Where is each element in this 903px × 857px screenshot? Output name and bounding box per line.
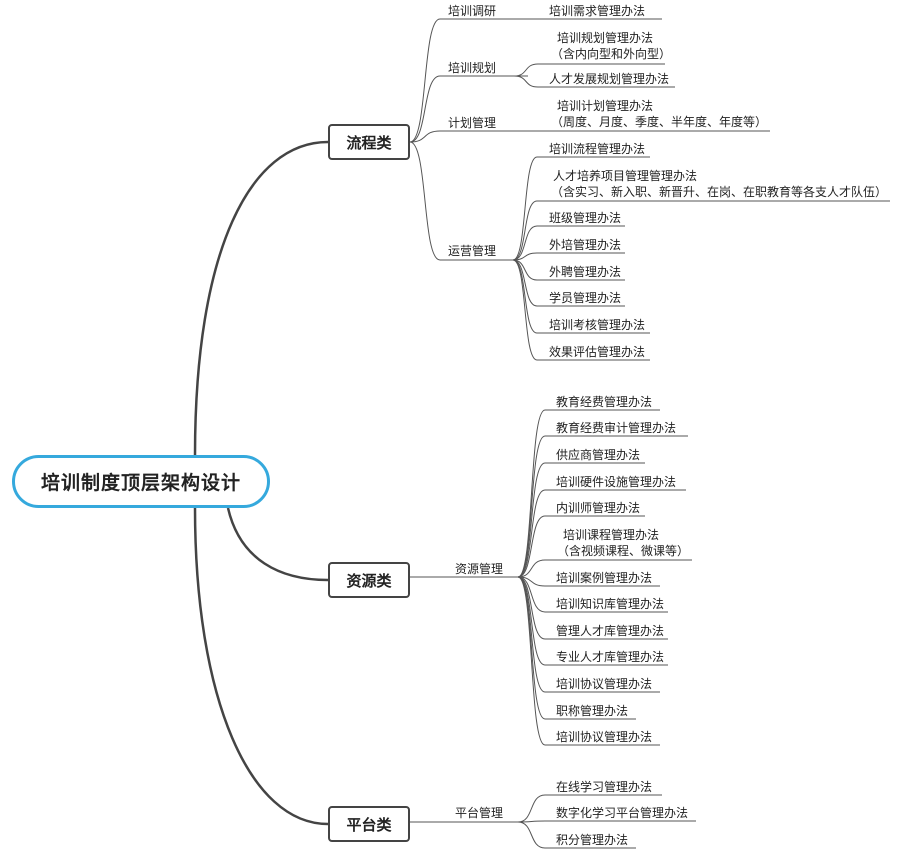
category-label: 平台类: [346, 815, 392, 834]
leaf-topic[interactable]: 培训知识库管理办法: [556, 597, 665, 611]
category-to-subtopic-connector: [409, 75, 528, 143]
subtopic-plan-management[interactable]: 计划管理: [448, 116, 497, 130]
leaf-line: （周度、月度、季度、半年度、年度等）: [551, 115, 768, 129]
subtopic-research[interactable]: 培训调研: [448, 4, 497, 18]
leaf-topic[interactable]: 培训协议管理办法: [556, 730, 653, 744]
subtopic-to-leaf-connector: [517, 489, 686, 578]
subtopic-to-leaf-connector: [517, 462, 645, 578]
leaf-line: 人才培养项目管理管理办法: [553, 169, 698, 183]
leaf-topic[interactable]: 培训案例管理办法: [556, 571, 653, 585]
subtopic-to-leaf-connector: [517, 821, 636, 849]
category-label: 资源类: [346, 571, 392, 590]
subtopic-to-leaf-connector: [513, 63, 665, 77]
subtopic-resource-management[interactable]: 资源管理: [455, 562, 504, 576]
root-topic-label: 培训制度顶层架构设计: [40, 472, 241, 494]
leaf-topic[interactable]: 培训需求管理办法: [549, 4, 646, 18]
subtopic-to-leaf-connector: [517, 515, 645, 578]
category-label: 流程类: [346, 133, 392, 152]
subtopic-to-leaf-connector: [517, 435, 688, 578]
root-to-category-connector: [193, 507, 329, 826]
leaf-topic[interactable]: 教育经费审计管理办法: [556, 421, 677, 435]
leaf-line: （含实习、新入职、新晋升、在岗、在职教育等各支人才队伍）: [551, 185, 888, 199]
leaf-topic[interactable]: 培训课程管理办法 （含视频课程、微课等）: [557, 527, 689, 559]
leaf-topic[interactable]: 内训师管理办法: [556, 501, 641, 515]
category-to-subtopic-connector: [409, 130, 528, 143]
subtopic-to-leaf-connector: [517, 576, 660, 587]
subtopic-to-leaf-connector: [512, 259, 650, 361]
subtopic-to-leaf-connector: [517, 820, 696, 823]
subtopic-to-leaf-connector: [512, 259, 625, 281]
leaf-line: （含内向型和外向型）: [551, 47, 672, 61]
category-platform[interactable]: 平台类: [328, 806, 410, 842]
leaf-topic[interactable]: 外培管理办法: [549, 238, 622, 252]
leaf-topic[interactable]: 专业人才库管理办法: [556, 650, 665, 664]
leaf-topic[interactable]: 培训考核管理办法: [549, 318, 646, 332]
subtopic-platform-management[interactable]: 平台管理: [455, 806, 504, 820]
leaf-line: 培训规划管理办法: [557, 31, 654, 45]
leaf-topic[interactable]: 管理人才库管理办法: [556, 624, 665, 638]
subtopic-to-leaf-connector: [513, 75, 675, 88]
leaf-topic[interactable]: 人才培养项目管理管理办法 （含实习、新入职、新晋升、在岗、在职教育等各支人才队伍…: [551, 168, 887, 200]
leaf-line: （含视频课程、微课等）: [557, 544, 690, 558]
leaf-topic[interactable]: 积分管理办法: [556, 833, 629, 847]
leaf-topic[interactable]: 班级管理办法: [549, 211, 622, 225]
subtopic-planning[interactable]: 培训规划: [448, 61, 497, 75]
root-to-category-connector: [193, 140, 329, 456]
category-to-subtopic-connector: [409, 141, 513, 261]
category-to-subtopic-connector: [409, 18, 528, 143]
leaf-topic[interactable]: 学员管理办法: [549, 291, 622, 305]
leaf-topic[interactable]: 供应商管理办法: [556, 448, 641, 462]
root-to-category-connector: [226, 507, 329, 582]
leaf-topic[interactable]: 在线学习管理办法: [556, 780, 653, 794]
leaf-topic[interactable]: 培训协议管理办法: [556, 677, 653, 691]
leaf-topic[interactable]: 培训规划管理办法 （含内向型和外向型）: [551, 30, 671, 62]
subtopic-to-leaf-connector: [512, 225, 625, 261]
subtopic-to-leaf-connector: [512, 200, 890, 261]
subtopic-to-leaf-connector: [512, 259, 625, 307]
leaf-topic[interactable]: 培训流程管理办法: [549, 142, 646, 156]
leaf-topic[interactable]: 教育经费管理办法: [556, 395, 653, 409]
leaf-topic[interactable]: 人才发展规划管理办法: [549, 72, 670, 86]
leaf-topic[interactable]: 数字化学习平台管理办法: [556, 806, 689, 820]
leaf-topic[interactable]: 效果评估管理办法: [549, 345, 646, 359]
subtopic-to-leaf-connector: [517, 559, 692, 578]
subtopic-to-leaf-connector: [517, 576, 660, 746]
leaf-topic[interactable]: 培训计划管理办法 （周度、月度、季度、半年度、年度等）: [551, 98, 767, 130]
subtopic-to-leaf-connector: [512, 156, 650, 261]
category-resource[interactable]: 资源类: [328, 562, 410, 598]
leaf-line: 培训计划管理办法: [557, 99, 654, 113]
root-topic[interactable]: 培训制度顶层架构设计: [12, 455, 270, 508]
subtopic-to-leaf-connector: [517, 576, 668, 613]
leaf-topic[interactable]: 培训硬件设施管理办法: [556, 475, 677, 489]
category-process[interactable]: 流程类: [328, 124, 410, 160]
leaf-line: 培训课程管理办法: [563, 528, 660, 542]
leaf-topic[interactable]: 职称管理办法: [556, 704, 629, 718]
leaf-topic[interactable]: 外聘管理办法: [549, 265, 622, 279]
subtopic-to-leaf-connector: [517, 794, 662, 823]
subtopic-operations[interactable]: 运营管理: [448, 244, 497, 258]
subtopic-to-leaf-connector: [512, 252, 625, 261]
